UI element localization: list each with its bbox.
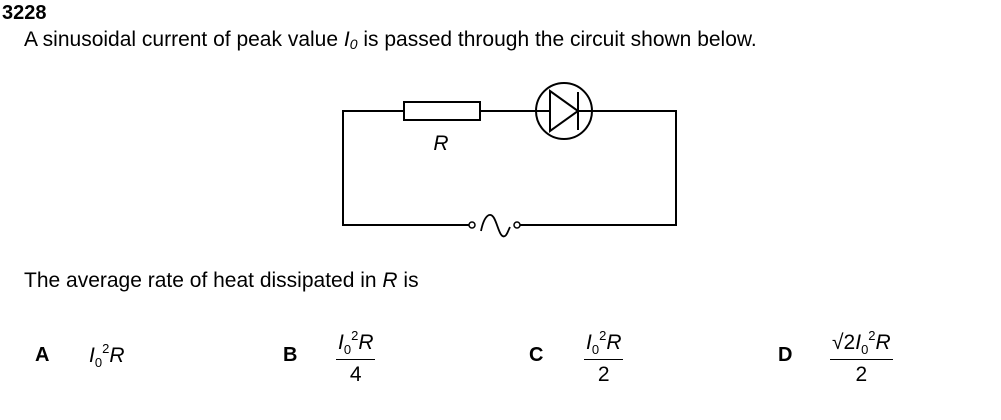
- numerator: I02R: [336, 328, 376, 360]
- denominator: 2: [597, 363, 610, 386]
- superscript: 2: [102, 341, 110, 356]
- option-d-expression[interactable]: √2I02R 2: [830, 328, 893, 387]
- symbol-R: R: [875, 331, 891, 354]
- stem-text-before: A sinusoidal current of peak value: [24, 28, 344, 51]
- numerator: I02R: [584, 328, 624, 360]
- subscript: 0: [94, 355, 103, 370]
- symbol-I: I: [586, 331, 592, 354]
- option-c-expression[interactable]: I02R 2: [584, 328, 624, 387]
- prompt-text-after: is: [397, 269, 419, 292]
- diode-triangle: [549, 89, 580, 133]
- symbol-I: I: [338, 331, 344, 354]
- stem-text-after: is passed through the circuit shown belo…: [357, 28, 757, 51]
- symbol-I: I: [89, 344, 95, 367]
- sqrt-symbol-icon: √: [832, 331, 844, 354]
- numerator: √2I02R: [830, 328, 893, 360]
- subscript: 0: [591, 342, 600, 357]
- symbol-R: R: [358, 331, 374, 354]
- sqrt-radicand: 2: [843, 331, 856, 354]
- subscript: 0: [861, 342, 869, 357]
- resistor-label: R: [433, 132, 448, 155]
- superscript: 2: [351, 328, 359, 343]
- superscript: 2: [868, 328, 876, 343]
- option-c-letter[interactable]: C: [529, 344, 544, 366]
- ac-terminal-left: [468, 221, 476, 229]
- option-a-expression[interactable]: I02R: [89, 341, 124, 370]
- subscript: 0: [343, 342, 352, 357]
- option-a-letter[interactable]: A: [35, 344, 50, 366]
- question-prompt: The average rate of heat dissipated in R…: [24, 269, 419, 293]
- ac-terminal-right: [513, 221, 521, 229]
- ac-source-sine-icon: [480, 214, 511, 238]
- denominator: 2: [855, 363, 868, 386]
- superscript: 2: [599, 328, 607, 343]
- symbol-R: R: [606, 331, 622, 354]
- option-d-letter[interactable]: D: [778, 344, 793, 366]
- symbol-R: R: [109, 344, 125, 367]
- question-stem: A sinusoidal current of peak value I0 is…: [24, 28, 757, 52]
- circuit-diagram: R: [342, 82, 677, 238]
- denominator: 4: [349, 363, 362, 386]
- option-b-letter[interactable]: B: [283, 344, 298, 366]
- prompt-symbol-R: R: [382, 269, 398, 292]
- symbol-I: I: [855, 331, 862, 354]
- prompt-text-before: The average rate of heat dissipated in: [24, 269, 383, 292]
- stem-symbol-I: I: [343, 28, 350, 51]
- resistor: [403, 101, 481, 121]
- stem-subscript: 0: [349, 36, 358, 52]
- question-number: 3228: [2, 2, 47, 24]
- option-b-expression[interactable]: I02R 4: [336, 328, 376, 387]
